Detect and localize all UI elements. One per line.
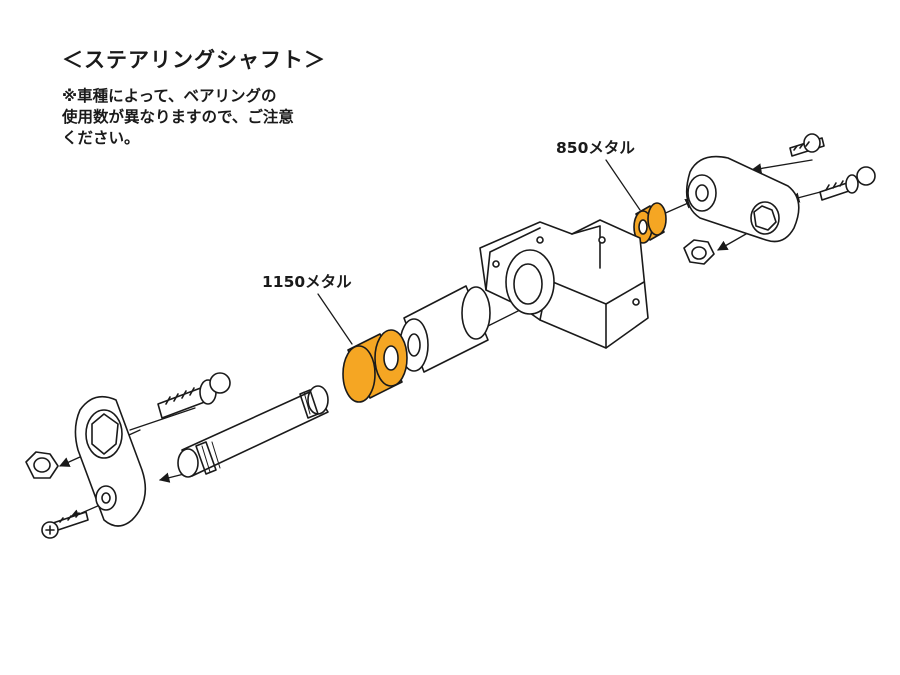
leader-lines <box>317 159 641 345</box>
label-850-metal: 850メタル <box>556 139 635 157</box>
note-line-3: ください。 <box>62 129 140 147</box>
ball-stud-left <box>157 372 231 419</box>
note-line-2: 使用数が異なりますので、ご注意 <box>62 108 294 126</box>
small-bolt-right <box>789 133 825 157</box>
nut-left <box>25 451 59 479</box>
metal-1150-bushing <box>342 329 408 403</box>
note-line-1: ※車種によって、ベアリングの <box>62 87 277 105</box>
steering-arm-right <box>685 155 800 243</box>
steering-shaft <box>177 385 329 478</box>
diagram-title: ＜ステアリングシャフト＞ <box>62 48 326 72</box>
steering-housing <box>479 219 649 349</box>
usage-note: ※車種によって、ベアリングの 使用数が異なりますので、ご注意 ください。 <box>62 86 294 149</box>
nut-right <box>683 239 715 265</box>
metal-850-bushing <box>633 202 667 244</box>
ball-stud-right <box>819 166 876 201</box>
steering-arm-left <box>74 395 147 527</box>
spacer-sleeve <box>399 285 491 373</box>
label-1150-metal: 1150メタル <box>262 273 352 291</box>
screw-left <box>41 511 89 539</box>
